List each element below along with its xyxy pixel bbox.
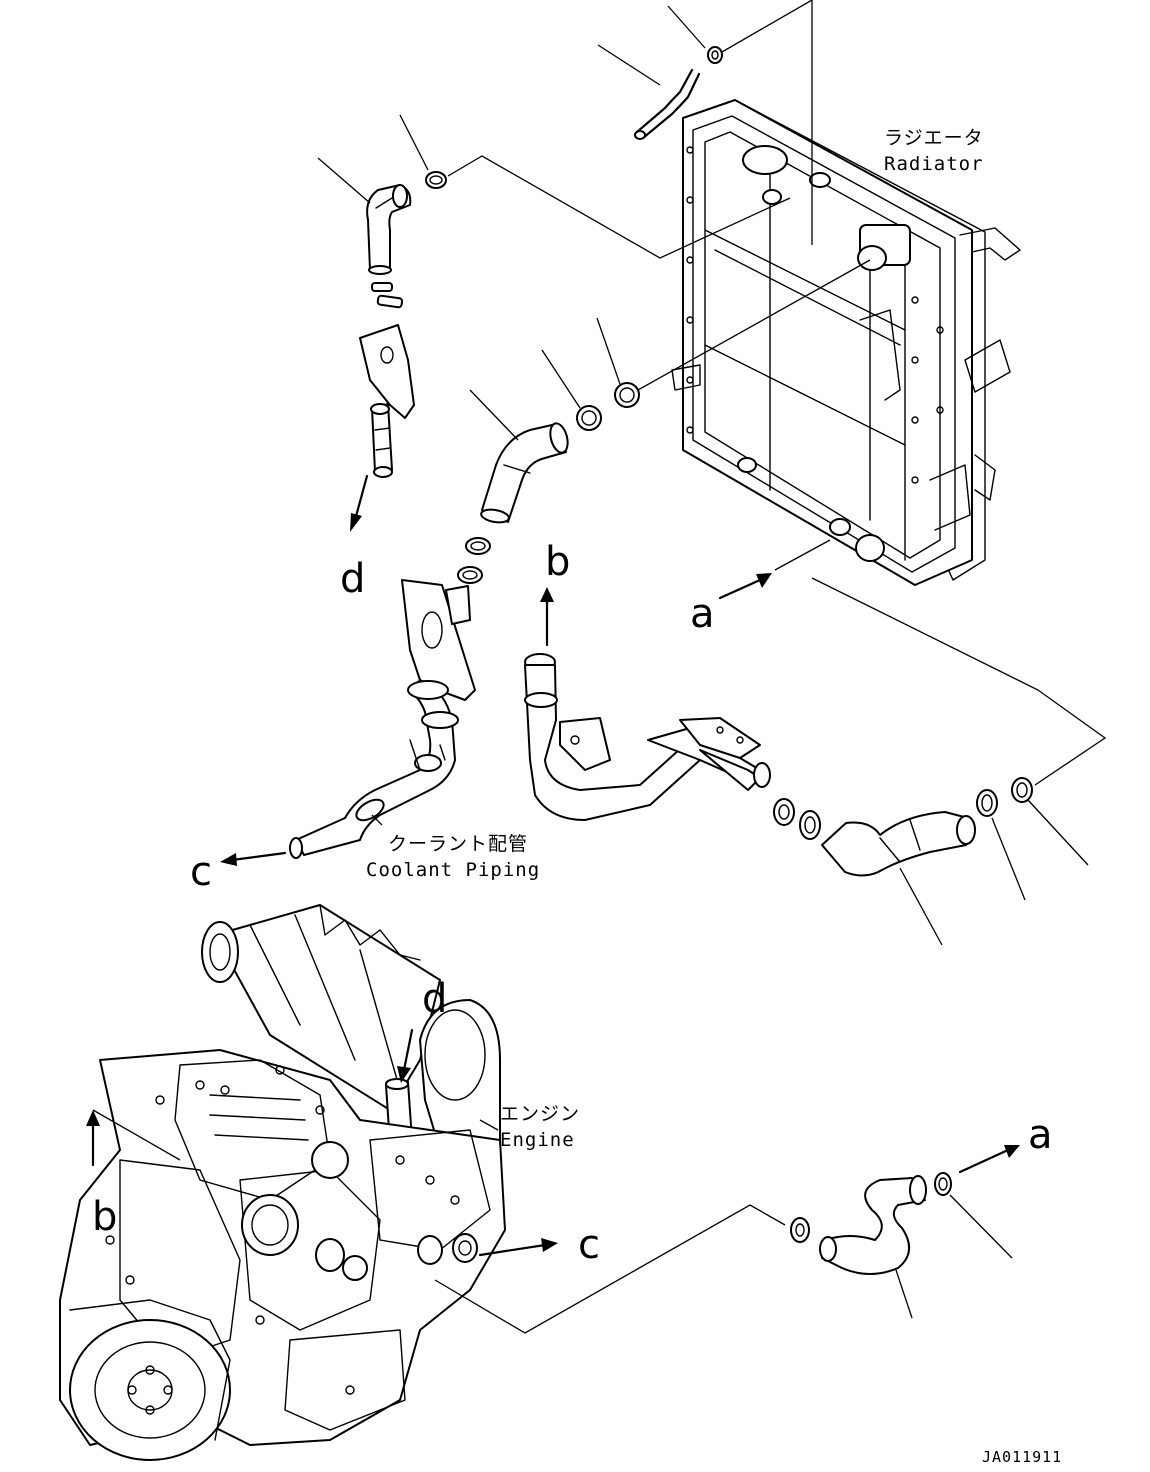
- radiator-label-jp: ラジエータ: [884, 127, 984, 149]
- clamp-lower-3: [976, 789, 998, 817]
- coolant-pipe-c: [289, 579, 476, 859]
- engine: [59, 904, 506, 1461]
- radiator: [671, 99, 1021, 586]
- clamp-lower-4: [1011, 777, 1033, 803]
- upper-hose: [366, 184, 412, 275]
- coolant-label-jp: クーラント配管: [388, 833, 528, 855]
- letter-a-upper: a: [690, 591, 715, 637]
- pipe-d: [359, 324, 415, 478]
- clamp-upper: [425, 171, 447, 189]
- clamp-mid-3: [465, 537, 491, 555]
- letter-c-lower: c: [578, 1222, 600, 1268]
- clamp-mid-4: [457, 566, 483, 584]
- letter-d-upper: d: [340, 556, 365, 602]
- engine-label-en: Engine: [500, 1129, 575, 1151]
- letter-a-lower: a: [1028, 1112, 1053, 1158]
- radiator-inlet-hose: [480, 422, 569, 524]
- pipe-b-assembly: [524, 653, 771, 821]
- connector-pieces: [371, 282, 404, 309]
- engine-label-jp: エンジン: [500, 1103, 580, 1125]
- letter-d-lower: d: [422, 976, 447, 1022]
- letter-b-upper: b: [545, 539, 570, 585]
- clamp-mid-2: [614, 382, 640, 408]
- clamp-mid-1: [576, 405, 602, 431]
- engine-outlet-hose: [790, 1172, 952, 1275]
- drawing-code: JA011911: [982, 1448, 1062, 1466]
- clamp-lower-2: [799, 810, 821, 840]
- overflow-hose: [634, 68, 701, 140]
- letter-b-lower: b: [92, 1194, 117, 1240]
- clamp-top: [707, 46, 723, 64]
- lower-radiator-hose: [821, 811, 976, 877]
- coolant-label-en: Coolant Piping: [366, 859, 540, 881]
- radiator-label-en: Radiator: [884, 153, 984, 175]
- radiator-bolts: [686, 146, 944, 484]
- letter-c-upper: c: [190, 849, 212, 895]
- clamp-lower-1: [773, 798, 795, 826]
